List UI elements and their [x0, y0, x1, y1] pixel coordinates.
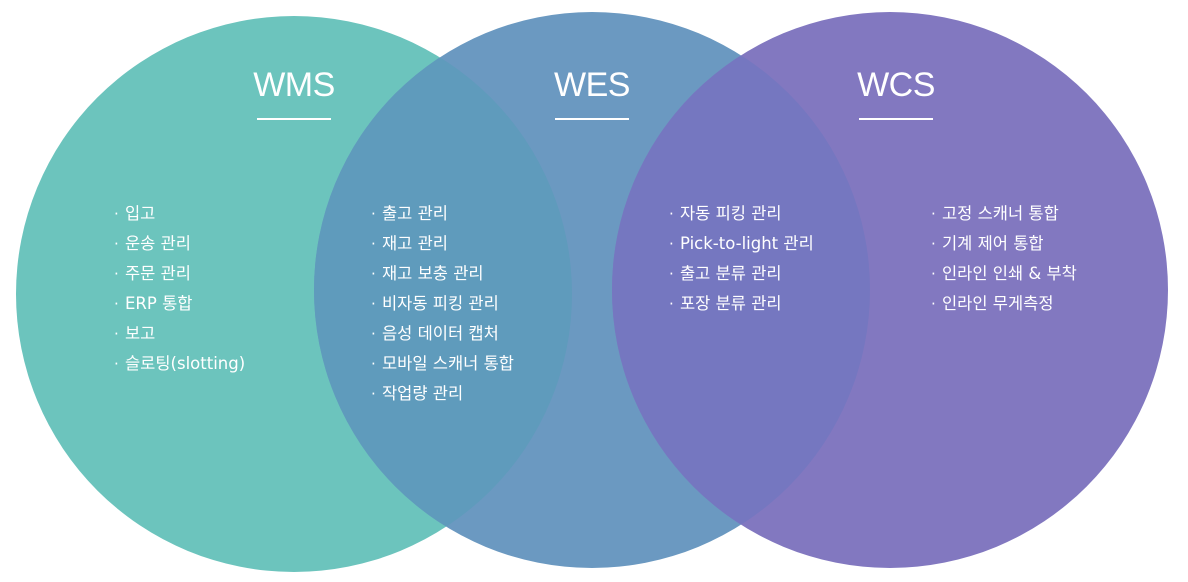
bullet-icon: ·: [931, 235, 936, 253]
wes-wcs-overlap-region: [612, 12, 870, 568]
list-item: · 자동 피킹 관리: [669, 199, 814, 229]
bullet-icon: ·: [371, 325, 376, 343]
bullet-icon: ·: [114, 235, 119, 253]
bullet-icon: ·: [114, 205, 119, 223]
wms-item-list: · 입고 · 운송 관리 · 주문 관리 · ERP 통합 · 보고 · 슬로팅(slott…: [114, 199, 245, 379]
list-item-label: 운송 관리: [125, 234, 191, 253]
list-item-label: 재고 보충 관리: [382, 264, 484, 283]
list-item-label: 음성 데이터 캡처: [382, 324, 499, 343]
list-item: · 슬로팅(slotting): [114, 349, 245, 379]
list-item: · 출고 분류 관리: [669, 259, 814, 289]
wes-title-block: WES: [492, 62, 692, 120]
list-item: · 재고 관리: [371, 229, 514, 259]
bullet-icon: ·: [669, 295, 674, 313]
bullet-icon: ·: [931, 205, 936, 223]
list-item-label: 인라인 무게측정: [942, 294, 1054, 313]
wes-title-underline: [555, 118, 629, 120]
list-item-label: 포장 분류 관리: [680, 294, 782, 313]
list-item: · 음성 데이터 캡처: [371, 319, 514, 349]
bullet-icon: ·: [371, 385, 376, 403]
list-item-label: ERP 통합: [125, 294, 193, 313]
list-item: · 모바일 스캐너 통합: [371, 349, 514, 379]
list-item: · 포장 분류 관리: [669, 289, 814, 319]
list-item-label: 출고 분류 관리: [680, 264, 782, 283]
list-item-label: 비자동 피킹 관리: [382, 294, 499, 313]
bullet-icon: ·: [114, 325, 119, 343]
list-item-label: 보고: [125, 324, 156, 343]
list-item: · Pick-to-light 관리: [669, 229, 814, 259]
bullet-icon: ·: [371, 355, 376, 373]
list-item: · 입고: [114, 199, 245, 229]
bullet-icon: ·: [114, 295, 119, 313]
bullet-icon: ·: [371, 265, 376, 283]
list-item-label: 자동 피킹 관리: [680, 204, 782, 223]
bullet-icon: ·: [931, 295, 936, 313]
list-item-label: Pick-to-light 관리: [680, 234, 814, 253]
list-item-label: 주문 관리: [125, 264, 191, 283]
list-item: · 인라인 인쇄 & 부착: [931, 259, 1077, 289]
wes-title: WES: [554, 66, 630, 104]
wcs-title-underline: [859, 118, 933, 120]
list-item-label: 재고 관리: [382, 234, 448, 253]
wcs-title-block: WCS: [796, 62, 996, 120]
bullet-icon: ·: [669, 235, 674, 253]
wms-wes-overlap-region: [314, 16, 572, 568]
list-item: · 기계 제어 통합: [931, 229, 1077, 259]
list-item: · 주문 관리: [114, 259, 245, 289]
bullet-icon: ·: [371, 295, 376, 313]
wcs-title: WCS: [857, 66, 935, 104]
bullet-icon: ·: [669, 265, 674, 283]
wms-title-block: WMS: [194, 62, 394, 120]
bullet-icon: ·: [669, 205, 674, 223]
bullet-icon: ·: [931, 265, 936, 283]
bullet-icon: ·: [114, 355, 119, 373]
wms-wes-item-list: · 출고 관리 · 재고 관리 · 재고 보충 관리 · 비자동 피킹 관리 · 음성 데…: [371, 199, 514, 409]
wms-title-underline: [257, 118, 331, 120]
list-item-label: 슬로팅(slotting): [125, 354, 246, 373]
list-item-label: 인라인 인쇄 & 부착: [942, 264, 1077, 283]
list-item: · 작업량 관리: [371, 379, 514, 409]
bullet-icon: ·: [371, 205, 376, 223]
wes-wcs-item-list: · 자동 피킹 관리 · Pick-to-light 관리 · 출고 분류 관리 · 포…: [669, 199, 814, 319]
list-item: · 고정 스캐너 통합: [931, 199, 1077, 229]
bullet-icon: ·: [114, 265, 119, 283]
list-item: · 재고 보충 관리: [371, 259, 514, 289]
list-item-label: 기계 제어 통합: [942, 234, 1044, 253]
list-item: · 보고: [114, 319, 245, 349]
bullet-icon: ·: [371, 235, 376, 253]
list-item: · 인라인 무게측정: [931, 289, 1077, 319]
list-item: · ERP 통합: [114, 289, 245, 319]
list-item-label: 입고: [125, 204, 156, 223]
wms-title: WMS: [253, 66, 335, 104]
list-item-label: 모바일 스캐너 통합: [382, 354, 514, 373]
list-item-label: 고정 스캐너 통합: [942, 204, 1059, 223]
list-item-label: 작업량 관리: [382, 384, 464, 403]
wcs-item-list: · 고정 스캐너 통합 · 기계 제어 통합 · 인라인 인쇄 & 부착 · 인라인 무…: [931, 199, 1077, 319]
list-item: · 운송 관리: [114, 229, 245, 259]
list-item: · 출고 관리: [371, 199, 514, 229]
list-item-label: 출고 관리: [382, 204, 448, 223]
list-item: · 비자동 피킹 관리: [371, 289, 514, 319]
